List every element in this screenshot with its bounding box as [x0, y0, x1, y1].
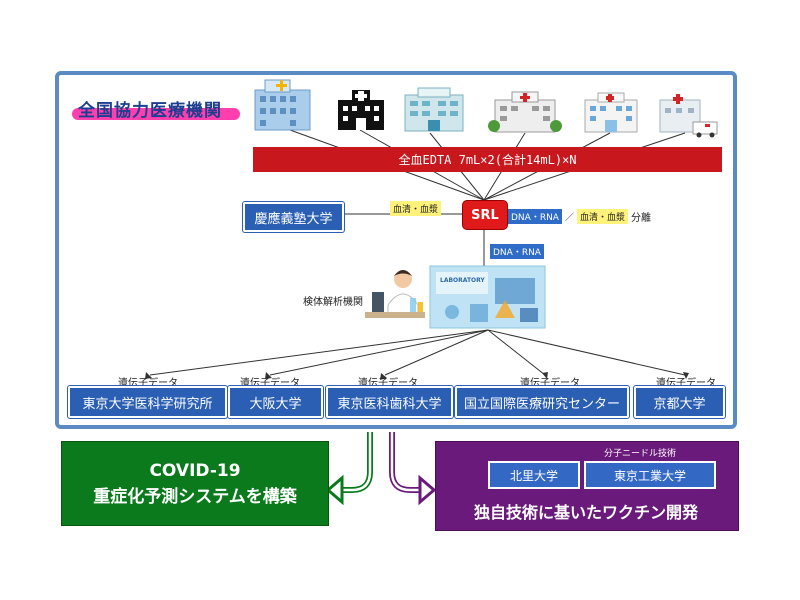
- srl-box: SRL: [462, 200, 508, 230]
- scientist-icon: [365, 270, 425, 318]
- university-box-2: 大阪大学: [228, 386, 323, 418]
- arrowhead-uni-1: [145, 372, 152, 379]
- gene-data-label-3: 遺伝子データ: [358, 378, 418, 389]
- page-title: 全国協力医療機関: [78, 101, 222, 121]
- hospital-icon-6: [659, 94, 718, 138]
- titech-box: 東京工業大学: [584, 461, 716, 489]
- separation-text: 分離: [631, 213, 651, 224]
- gene-data-label-1: 遺伝子データ: [118, 378, 178, 389]
- green-hook-arrow: [325, 432, 375, 506]
- arrowhead-uni-3: [380, 373, 387, 380]
- line-lab-uni-3: [384, 329, 489, 376]
- hospital-icon-5: [584, 92, 638, 133]
- separation-labels: DNA・RNA ／ 血清・血漿 分離: [508, 209, 651, 224]
- blood-sample-bar: 全血EDTA 7mL×2(合計14mL)×N: [253, 147, 722, 172]
- hospital-icon-1: [254, 79, 311, 131]
- analysis-institution-label: 検体解析機関: [303, 297, 363, 308]
- lab-sign: LABORATORY: [440, 277, 485, 284]
- university-box-1: 東京大学医科学研究所: [68, 386, 227, 418]
- line-lab-uni-4: [487, 329, 546, 376]
- hospital-icon-2: [338, 90, 384, 130]
- covid-prediction-box: COVID-19 重症化予測システムを構築: [61, 441, 329, 526]
- serum-tag: 血清・血漿: [390, 201, 442, 216]
- arrowhead-uni-2: [265, 372, 272, 379]
- line-lab-uni-1: [149, 329, 489, 376]
- hospital-icon-3: [404, 87, 464, 132]
- covid-title-2: 重症化予測システムを構築: [93, 486, 297, 507]
- separation-slash: ／: [564, 213, 574, 223]
- gene-data-label-4: 遺伝子データ: [520, 378, 580, 389]
- molecular-needle-label: 分子ニードル技術: [603, 449, 676, 459]
- arrowhead-uni-5: [683, 372, 689, 379]
- separation-serum-tag: 血清・血漿: [576, 209, 628, 224]
- university-box-3: 東京医科歯科大学: [326, 386, 453, 418]
- gene-data-label-2: 遺伝子データ: [240, 378, 300, 389]
- kitasato-university-box: 北里大学: [488, 461, 580, 489]
- hospital-icon-4: [488, 91, 562, 133]
- purple-hook-arrow: [389, 432, 437, 506]
- university-box-4: 国立国際医療研究センター: [455, 386, 629, 418]
- arrowhead-uni-4: [542, 372, 548, 379]
- title-highlight: [72, 108, 240, 120]
- line-lab-uni-2: [269, 329, 489, 376]
- dna-rna-down-tag: DNA・RNA: [490, 244, 544, 259]
- dna-rna-tag: DNA・RNA: [508, 209, 562, 224]
- university-box-5: 京都大学: [634, 386, 725, 418]
- vaccine-development-label: 独自技術に基いたワクチン開発: [473, 503, 698, 522]
- line-lab-uni-5: [487, 329, 686, 376]
- laboratory-illustration: [429, 265, 546, 329]
- keio-university-box: 慶應義塾大学: [243, 202, 344, 232]
- covid-title-1: COVID-19: [149, 460, 241, 481]
- gene-data-label-5: 遺伝子データ: [656, 378, 716, 389]
